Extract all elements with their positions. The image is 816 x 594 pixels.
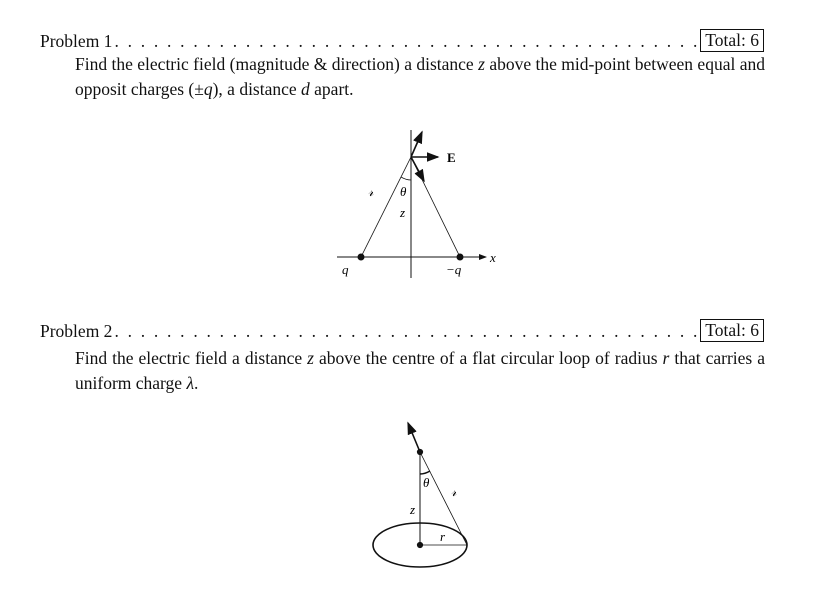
problem-title: Problem 1 — [40, 31, 113, 51]
field-label: E — [447, 150, 456, 165]
dipole-figure — [337, 130, 487, 278]
total-points-box: Total: 6 — [700, 319, 764, 342]
svg-text:z: z — [399, 205, 405, 220]
dot-leader: . . . . . . . . . . . . . . . . . . . . … — [114, 31, 698, 51]
svg-text:z: z — [409, 502, 415, 517]
svg-text:θ: θ — [400, 184, 407, 199]
problem-2-text: Find the electric field a distance z abo… — [75, 348, 765, 393]
svg-text:x: x — [489, 250, 496, 265]
total-points-box: Total: 6 — [700, 29, 764, 52]
svg-text:θ: θ — [423, 475, 430, 490]
svg-text:r: r — [440, 529, 446, 544]
problem-title: Problem 2 — [40, 321, 113, 341]
loop-figure — [372, 421, 468, 568]
svg-text:q: q — [342, 262, 349, 277]
svg-text:𝓇: 𝓇 — [368, 184, 374, 199]
svg-text:𝓇: 𝓇 — [451, 484, 457, 499]
dot-leader: . . . . . . . . . . . . . . . . . . . . … — [114, 321, 698, 341]
problem-2-header: Problem 2 . . . . . . . . . . . . . . . … — [40, 319, 764, 342]
svg-text:−q: −q — [446, 262, 462, 277]
problem-1-header: Problem 1 . . . . . . . . . . . . . . . … — [40, 29, 764, 52]
problem-1-text: Find the electric field (magnitude & dir… — [75, 54, 766, 99]
